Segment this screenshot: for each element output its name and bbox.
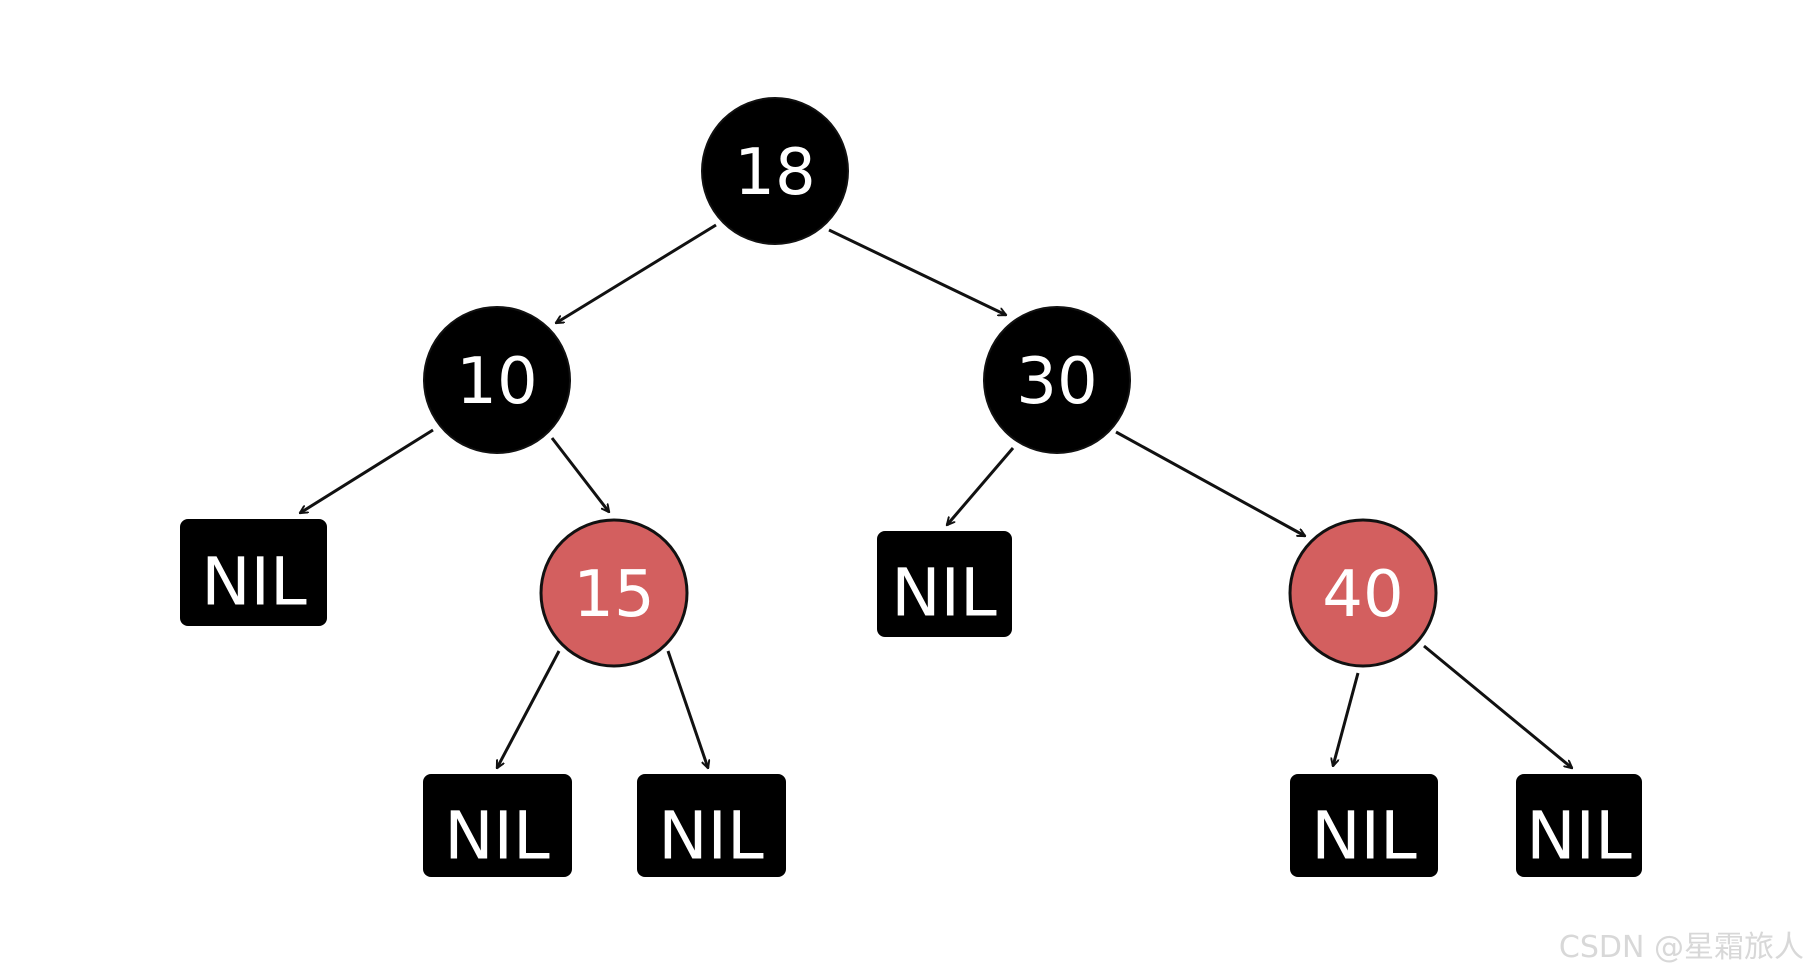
edge-30-to-nil-left xyxy=(947,447,1015,525)
node-label: 30 xyxy=(1016,345,1097,419)
node-label: 15 xyxy=(573,558,654,632)
edge-40-to-nil-left xyxy=(1333,672,1360,766)
tree-node-15: 15 xyxy=(539,518,689,668)
nil-leaf-30-left: NIL xyxy=(877,531,1012,637)
edge-40-to-nil-right xyxy=(1423,644,1572,768)
nil-label: NIL xyxy=(1311,798,1417,875)
edge-15-to-nil-right xyxy=(666,650,708,768)
edge-15-to-nil-left xyxy=(495,650,561,768)
nil-label: NIL xyxy=(201,544,307,621)
edges-layer xyxy=(300,223,1572,768)
tree-node-40: 40 xyxy=(1288,518,1438,668)
tree-node-18: 18 xyxy=(701,97,849,245)
edge-10-to-15 xyxy=(550,437,609,512)
edge-18-to-30 xyxy=(828,228,1006,317)
edge-30-to-40 xyxy=(1115,430,1305,538)
edge-18-to-10 xyxy=(556,223,717,325)
node-label: 40 xyxy=(1322,558,1403,632)
watermark-text: CSDN @星霜旅人 xyxy=(1558,930,1804,965)
nil-leaf-40-right: NIL xyxy=(1516,774,1642,877)
nil-leaf-10-left: NIL xyxy=(180,519,327,626)
nil-leaf-15-right: NIL xyxy=(637,774,786,877)
nil-leaf-15-left: NIL xyxy=(423,774,572,877)
nil-label: NIL xyxy=(444,798,550,875)
nil-label: NIL xyxy=(1526,798,1632,875)
nil-leaf-40-left: NIL xyxy=(1290,774,1438,877)
nil-label: NIL xyxy=(658,798,764,875)
nodes-layer: 18 10 30 15 40 xyxy=(423,97,1438,668)
tree-node-30: 30 xyxy=(983,306,1131,454)
node-label: 18 xyxy=(734,136,815,210)
node-label: 10 xyxy=(456,345,537,419)
nil-label: NIL xyxy=(891,555,997,632)
edge-10-to-nil-left xyxy=(300,428,434,515)
tree-node-10: 10 xyxy=(423,306,571,454)
nil-nodes-layer: NIL NIL NIL NIL NIL NIL xyxy=(180,519,1642,877)
